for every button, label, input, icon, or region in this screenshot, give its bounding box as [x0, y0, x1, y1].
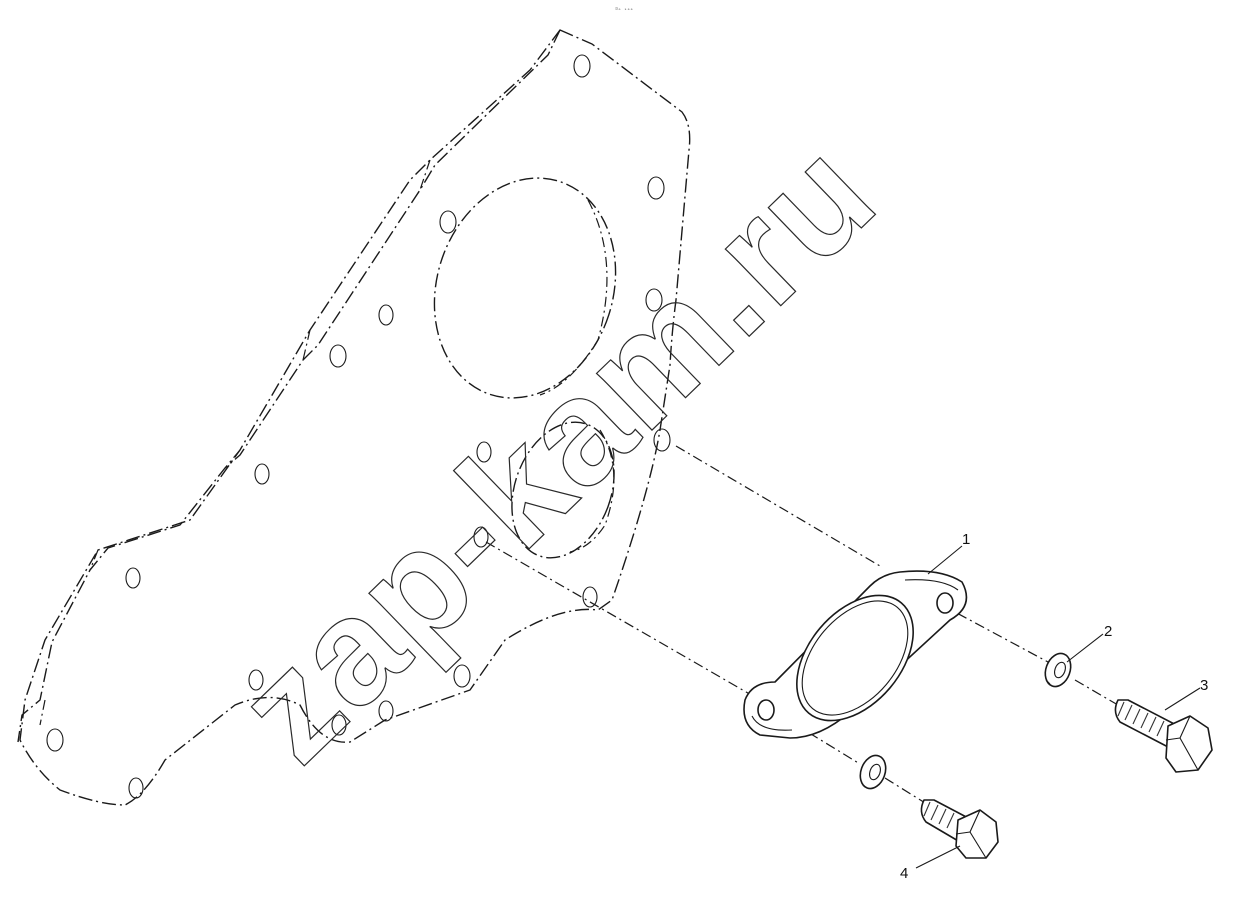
callout-1: 1 [927, 531, 970, 575]
callout-2: 2 [1066, 623, 1112, 663]
gasket [743, 570, 968, 739]
callout-1-number: 1 [962, 531, 970, 548]
bolt-upper [1114, 699, 1213, 773]
callout-4-number: 4 [900, 865, 908, 882]
cover-plate [17, 29, 691, 806]
callout-3-number: 3 [1200, 677, 1208, 694]
header-code: ¤ₒ ₛₐₐ [615, 6, 633, 12]
washer-upper [1044, 652, 1072, 688]
washer-lower [859, 754, 887, 790]
bolt-lower [920, 799, 999, 859]
callout-4: 4 [900, 845, 961, 882]
callout-2-number: 2 [1104, 623, 1112, 640]
callout-3: 3 [1164, 677, 1208, 711]
plate-bolt-holes [46, 54, 671, 799]
